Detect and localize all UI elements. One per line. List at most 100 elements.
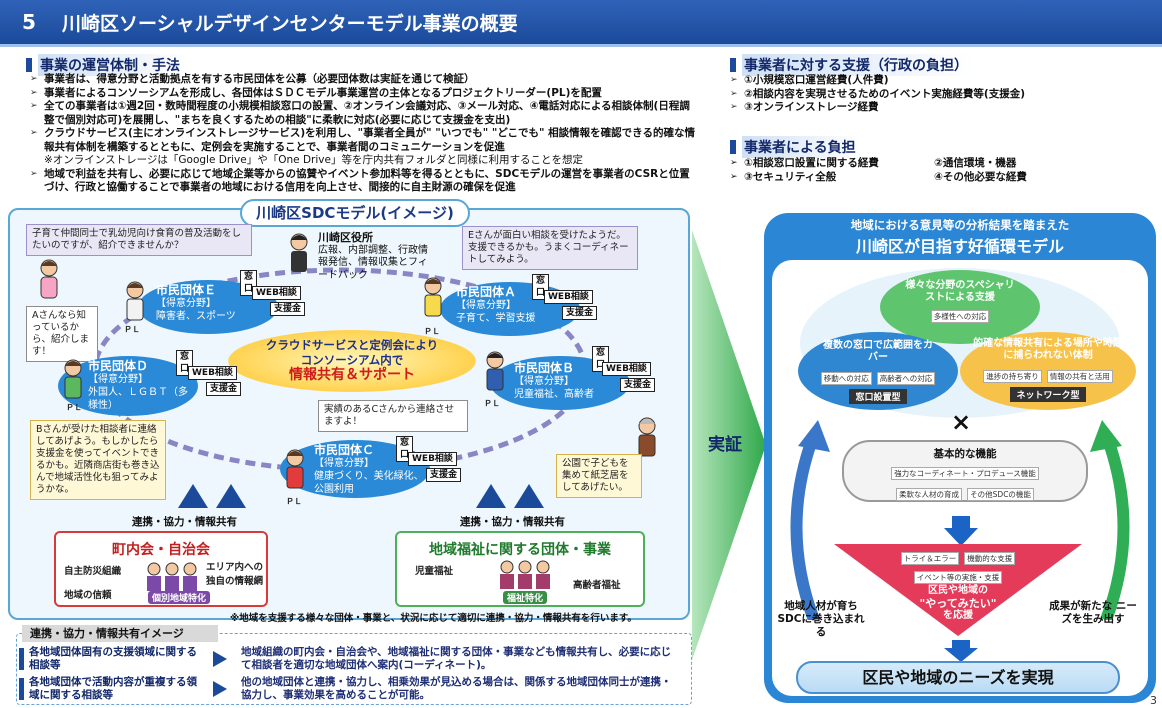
coop-label-left: 連携・協力・情報共有 bbox=[132, 516, 237, 528]
coop-row-desc: 他の地域団体と連携・協力し、相乗効果が見込める場合は、関係する地域団体同士が連携… bbox=[241, 676, 672, 701]
window-tags: 移動への対応 高齢者への対応 bbox=[798, 366, 958, 385]
network-title: 的確な情報共有による場所や時間に捕らわれない体制 bbox=[973, 338, 1123, 361]
basic-tag: 柔軟な人材の育成 bbox=[896, 488, 963, 501]
town-title: 町内会・自治会 bbox=[112, 542, 210, 558]
center-message: クラウドサービスと定例会により コンソーシアム内で 情報共有＆サポート bbox=[228, 330, 476, 392]
group-e-field-label: 【得意分野】 bbox=[156, 298, 216, 309]
basic-function-box: 基本的な機能 強力なコーディネート・プロデュース機能 柔軟な人材の育成 その他S… bbox=[842, 440, 1088, 502]
operation-item: 事業者は、得意分野と活動拠点を有する市民団体を公募（必要団体数は実証を通じて検証… bbox=[30, 73, 700, 87]
burden-heading-text: 事業者による負担 bbox=[742, 136, 862, 158]
burden-item: ①相談窓口設置に関する経費 bbox=[730, 156, 920, 170]
title-rule bbox=[0, 44, 1162, 47]
coop-image-heading: 連携・協力・情報共有イメージ bbox=[22, 625, 218, 642]
tag-web-consult: WEB相談 bbox=[188, 366, 237, 380]
window-title: 複数の窓口で広範囲をカバー bbox=[823, 340, 933, 363]
group-c-person-icon bbox=[286, 449, 304, 489]
town-left1: 自主防災組織 bbox=[64, 566, 122, 577]
burden-item: ③セキュリティ全般 bbox=[730, 170, 920, 184]
pl-label: ＰＬ bbox=[484, 399, 500, 408]
support-item: ③オンラインストレージ経費 bbox=[730, 101, 1150, 115]
operation-heading: 事業の運営体制・手法 bbox=[26, 54, 186, 76]
network-circle: 的確な情報共有による場所や時間に捕らわれない体制 進捗の持ち寄り 情報の共有と活… bbox=[960, 332, 1136, 410]
jissho-arrow bbox=[692, 230, 766, 660]
challenge-tag: イベント等の実施・支援 bbox=[913, 571, 1003, 584]
ward-office-person-icon bbox=[290, 233, 308, 272]
coop-arrow-right-1 bbox=[476, 484, 506, 508]
town-people-icon bbox=[147, 562, 197, 591]
group-e-name: 市民団体Ｅ bbox=[156, 283, 217, 297]
burden-heading: 事業者による負担 bbox=[730, 136, 862, 158]
group-e-field: 障害者、スポーツ bbox=[156, 311, 236, 322]
park-bubble: 公園で子どもを集めて紙芝居をしてあげたい。 bbox=[556, 454, 642, 498]
tag-support-fund: 支援金 bbox=[620, 378, 656, 392]
right-cycle-arrow bbox=[1090, 420, 1130, 620]
group-e-person-icon bbox=[126, 281, 144, 321]
group-b-name: 市民団体Ｂ bbox=[514, 361, 575, 375]
pl-label: ＰＬ bbox=[286, 497, 302, 506]
coop-row-label: 各地域団体で活動内容が重複する領域に関する相談等 bbox=[17, 676, 199, 702]
challenge-line3: を応援 bbox=[943, 610, 973, 621]
group-d-field-label: 【得意分野】 bbox=[88, 374, 148, 385]
left-cycle-arrow bbox=[790, 420, 830, 620]
window-tag: 高齢者への対応 bbox=[876, 372, 936, 385]
left-side-text: 地域人材が育ち SDCに巻き込まれる bbox=[777, 600, 865, 638]
operation-list: 事業者は、得意分野と活動拠点を有する市民団体を公募（必要団体数は実証を通じて検証… bbox=[30, 73, 700, 195]
coop-row-arrow bbox=[213, 651, 227, 667]
resident-person-icon bbox=[40, 259, 58, 299]
welfare-pill: 福祉特化 bbox=[503, 591, 548, 604]
down-arrow-icon bbox=[944, 640, 978, 662]
coop-arrow-right-2 bbox=[514, 484, 544, 508]
challenge-tags-row: トライ＆エラー 機動的な支援 bbox=[834, 546, 1082, 565]
challenge-line1: 区民や地域の bbox=[928, 585, 988, 596]
c-contact-bubble: 実績のあるCさんから連絡させますよ！ bbox=[318, 400, 468, 432]
challenge-line2: "やってみたい" bbox=[919, 597, 997, 610]
burden-item: ④その他必要な経費 bbox=[934, 171, 1027, 183]
group-e: 市民団体Ｅ 【得意分野】 障害者、スポーツ bbox=[138, 280, 278, 334]
burden-grid: ①相談窓口設置に関する経費 ②通信環境・機器 ③セキュリティ全般 ④その他必要な… bbox=[730, 156, 1120, 184]
jissho-label: 実証 bbox=[708, 435, 742, 455]
center-message-line3: 情報共有＆サポート bbox=[289, 367, 415, 383]
heading-mark bbox=[730, 140, 736, 154]
challenge-tag: 機動的な支援 bbox=[964, 552, 1016, 565]
pl-label: ＰＬ bbox=[424, 327, 440, 336]
tag-support-fund: 支援金 bbox=[270, 302, 306, 316]
challenge-tag: トライ＆エラー bbox=[900, 552, 960, 565]
ward-office-name: 川崎区役所 bbox=[318, 231, 373, 244]
group-d: 市民団体Ｄ 【得意分野】 外国人、ＬＧＢＴ（多様性） bbox=[58, 356, 198, 416]
operation-item: 全ての事業者は①週2回・数時間程度の小規模相談窓口の設置、②オンライン会議対応、… bbox=[30, 100, 700, 127]
support-item: ①小規模窓口運営経費(人件費) bbox=[730, 74, 1150, 88]
group-b-person-icon bbox=[486, 351, 504, 391]
b-received-bubble: Bさんが受けた相談者に連絡してあげよう。もしかしたら支援金を使ってイベントできる… bbox=[30, 420, 166, 500]
ward-office-roles: 広報、内部調整、行政情報発信、情報収集とフィードバック bbox=[318, 244, 428, 281]
window-type: 窓口設置型 bbox=[849, 389, 907, 404]
welfare-box: 地域福祉に関する団体・事業 児童福祉 高齢者福祉 福祉特化 bbox=[395, 531, 645, 607]
challenge-content: トライ＆エラー 機動的な支援 イベント等の実施・支援 区民や地域の "やってみた… bbox=[834, 546, 1082, 622]
page-title: 川崎区ソーシャルデザインセンターモデル事業の概要 bbox=[62, 12, 518, 35]
burden-item: ②通信環境・機器 bbox=[934, 157, 1017, 169]
ward-office-label: 川崎区役所 広報、内部調整、行政情報発信、情報収集とフィードバック bbox=[318, 231, 428, 282]
group-a-field-label: 【得意分野】 bbox=[456, 300, 516, 311]
support-item: ②相談内容を実現させるためのイベント実施経費等(支援金) bbox=[730, 88, 1150, 102]
group-c-field: 健康づくり、美化緑化、公園利用 bbox=[314, 471, 424, 495]
welfare-left: 児童福祉 bbox=[415, 566, 454, 577]
center-message-line1: クラウドサービスと定例会により bbox=[265, 338, 439, 352]
pl-label: ＰＬ bbox=[66, 403, 82, 412]
group-d-field: 外国人、ＬＧＢＴ（多様性） bbox=[88, 387, 188, 411]
coop-row: 各地域団体固有の支援領域に関する相談等 地域組織の町内会・自治会や、地域福祉に関… bbox=[17, 646, 691, 672]
tag-web-consult: WEB相談 bbox=[408, 452, 457, 466]
center-message-line2: コンソーシアム内で bbox=[300, 353, 404, 367]
section-number: 5 bbox=[22, 10, 36, 34]
sdc-model-title: 川崎区SDCモデル(イメージ) bbox=[240, 199, 470, 227]
cycle-model-heading: 地域における意見等の分析結果を踏まえた 川崎区が目指す好循環モデル bbox=[784, 217, 1136, 257]
title-bar: 5 川崎区ソーシャルデザインセンターモデル事業の概要 bbox=[0, 0, 1162, 44]
group-c-field-label: 【得意分野】 bbox=[314, 458, 374, 469]
specialist-tag: 多様性への対応 bbox=[930, 310, 990, 323]
basic-tag: 強力なコーディネート・プロデュース機能 bbox=[891, 467, 1039, 480]
support-heading: 事業者に対する支援（行政の負担） bbox=[730, 54, 974, 76]
a-know-bubble: Aさんなら知っているから、紹介します！ bbox=[26, 306, 98, 362]
welfare-people-icon bbox=[500, 560, 550, 589]
network-type: ネットワーク型 bbox=[1010, 387, 1086, 402]
town-pill: 個別地域特化 bbox=[148, 591, 211, 604]
window-circle: 複数の窓口で広範囲をカバー 移動への対応 高齢者への対応 窓口設置型 bbox=[798, 332, 958, 410]
network-tag: 情報の共有と活用 bbox=[1046, 370, 1113, 383]
